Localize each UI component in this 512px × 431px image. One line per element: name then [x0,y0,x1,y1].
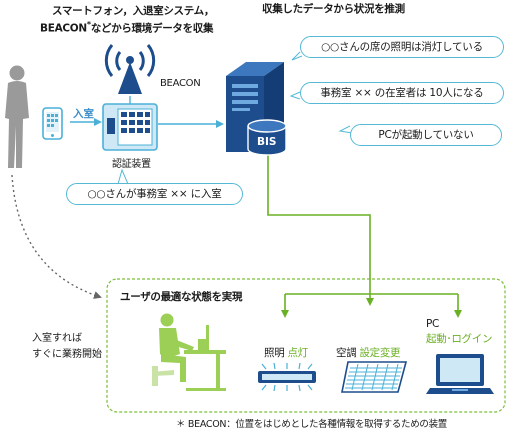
worker-at-desk-icon [152,313,226,391]
left-note-line2: すぐに業務開始 [32,349,102,360]
bis-connector [267,155,371,290]
left-note: 入室すれば すぐに業務開始 [32,331,102,363]
left-note-line1: 入室すれば [32,333,82,344]
state-region-box [106,278,506,413]
header-star: * [86,20,91,29]
air-conditioner-icon [341,361,408,393]
bubble-pc-off: PCが起動していない [350,124,502,146]
bubble-occupants: 事務室 ×× の在室者は 10人になる [300,82,504,104]
person-icon [5,65,29,168]
bis-label: BIS [257,136,277,148]
bis-database-icon [247,119,287,156]
pc-label: PC [426,318,440,330]
ac-caption: 空調 設定変更 [336,345,401,360]
auth-device-icon [102,103,158,151]
auth-device-label: 認証装置 [112,159,151,170]
lighting-label: 照明 [264,347,285,359]
lighting-caption: 照明 点灯 [264,345,308,360]
ceiling-light-icon [258,362,316,392]
header-beacon: BEACON [40,22,87,35]
beacon-icon [104,44,156,94]
header-left-line2: BEACON*などから環境データを収集 [40,18,214,36]
smartphone-icon [42,107,63,140]
ac-label: 空調 [336,347,357,359]
state-box-title: ユーザの最適な状態を実現 [120,291,243,303]
header-left-rest: などから環境データを収集 [90,22,214,35]
dotted-curve-arrow [11,174,102,299]
pc-action: 起動･ログイン [426,333,493,345]
footnote: ＊ BEACON：位置をはじめとした各種情報を取得するための装置 [176,419,447,430]
laptop-icon [426,354,494,394]
ac-action: 設定変更 [359,347,401,359]
beacon-label: BEACON [160,78,201,89]
entry-arrow-label: 入室 [73,108,94,120]
bubble-entered: ○○さんが事務室 ×× に入室 [66,183,243,205]
header-left-line1: スマートフォン，入退室システム， [52,5,215,17]
bubble-lighting-off: ○○さんの席の照明は消灯している [300,36,504,58]
lighting-action: 点灯 [287,347,308,359]
header-right: 収集したデータから状況を推測 [262,3,405,15]
